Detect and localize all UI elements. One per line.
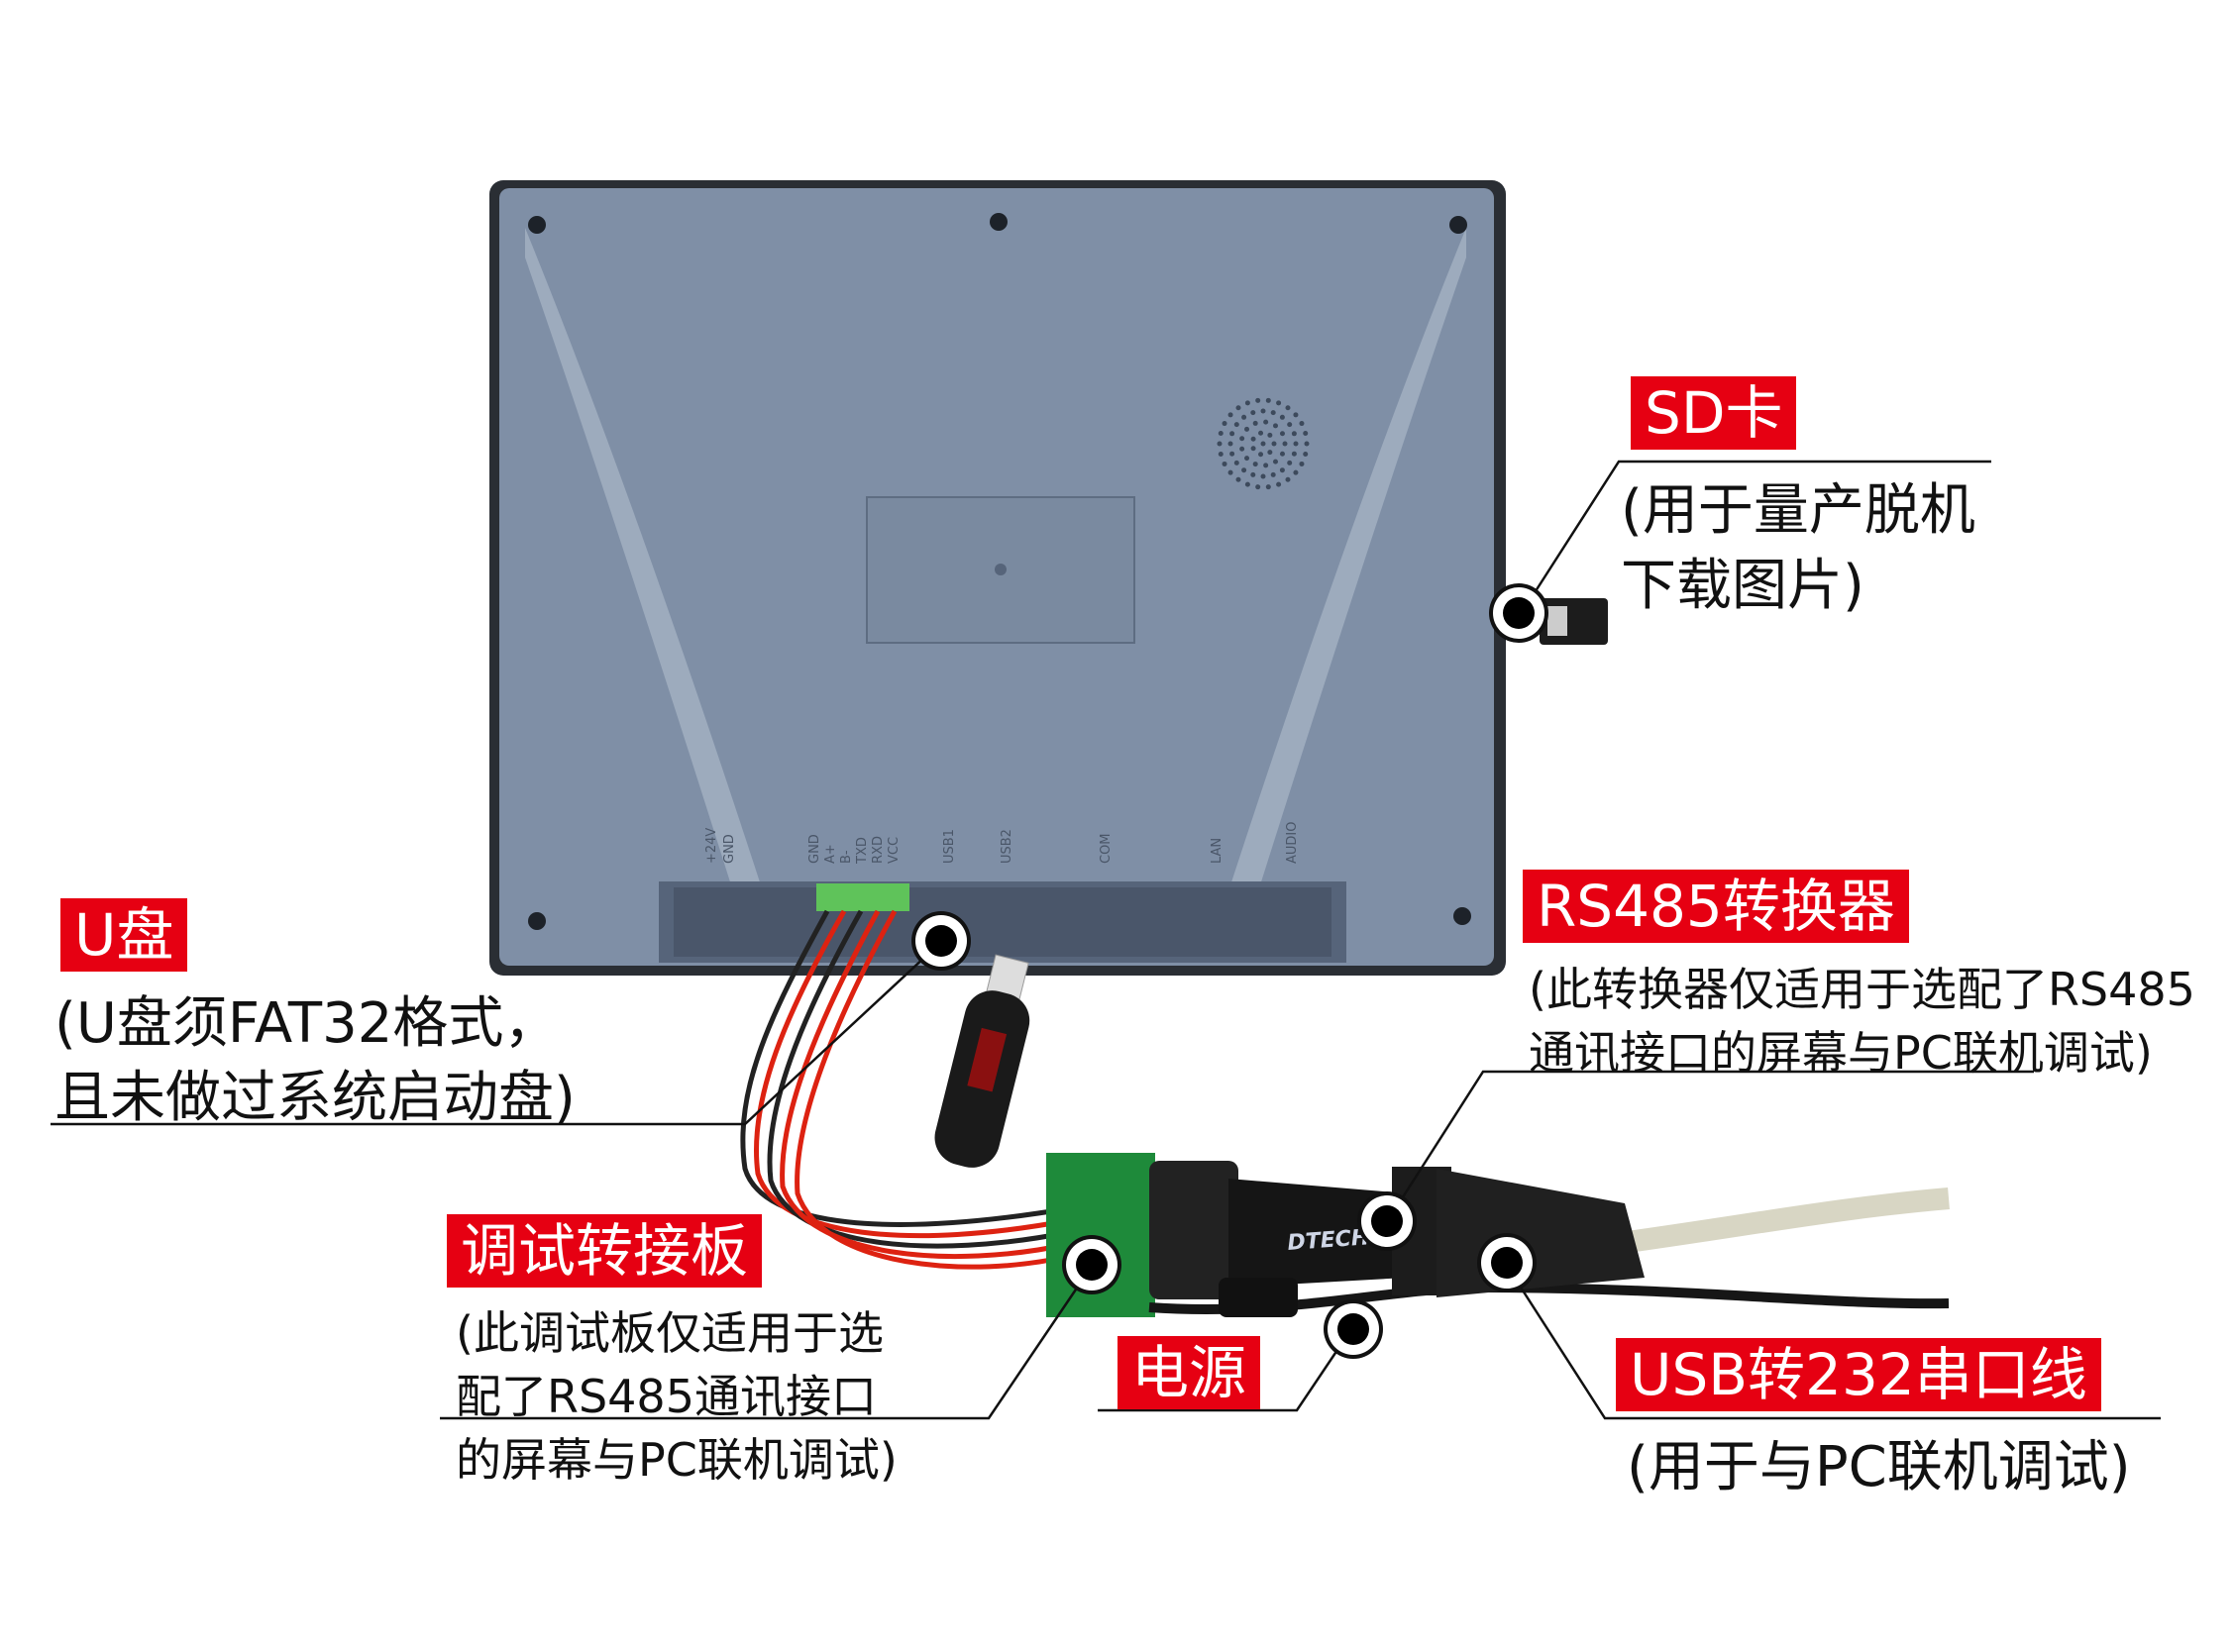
port-label: VCC: [887, 837, 902, 864]
port-label: GND: [807, 834, 822, 864]
svg-text:DTECH: DTECH: [1287, 1225, 1370, 1256]
callout-marker: [1337, 1313, 1369, 1345]
port-label: B-: [839, 850, 854, 864]
sd-card: [1540, 598, 1608, 645]
leader-lines: [51, 460, 2161, 1420]
port-label: COM: [1099, 833, 1114, 864]
port-label: RXD: [871, 836, 886, 864]
usb232-desc: (用于与PC联机调试): [1627, 1435, 2131, 1499]
udisk-desc-1: (U盘须FAT32格式，: [54, 991, 560, 1056]
sd-card-desc-1: (用于量产脱机: [1621, 478, 1975, 543]
callout-marker: [1076, 1249, 1108, 1281]
sd-card-tag: SD卡: [1631, 376, 1797, 450]
debug-board-desc-3: 的屏幕与PC联机调试): [456, 1433, 898, 1487]
udisk-desc-2: 且未做过系统启动盘): [54, 1066, 576, 1130]
usb232-cable-tag: USB转232串口线: [1616, 1338, 2101, 1411]
debug-board-desc-1: (此调试板仅适用于选: [456, 1306, 884, 1360]
speaker-grill: [1217, 397, 1310, 490]
port-label: A+: [823, 844, 838, 864]
debug-wires: [740, 909, 1071, 1270]
port-label: USB2: [1000, 829, 1014, 864]
port-label: LAN: [1210, 838, 1224, 864]
port-label: TXD: [855, 837, 870, 865]
debug-board-tag: 调试转接板: [447, 1214, 763, 1288]
debug-board-desc-2: 配了RS485通讯接口: [456, 1370, 877, 1423]
port-label: +24V: [704, 828, 719, 864]
port-label: GND: [722, 834, 737, 864]
callout-marker: [925, 925, 957, 957]
callout-marker: [1371, 1205, 1403, 1237]
callout-marker: [1491, 1247, 1523, 1279]
udisk-tag: U盘: [60, 898, 188, 972]
rs485-converter-tag: RS485转换器: [1523, 870, 1909, 943]
rs485-desc-1: (此转换器仅适用于选配了RS485: [1529, 963, 2195, 1016]
callout-markers: [911, 583, 1548, 1359]
callout-marker: [1503, 597, 1535, 629]
power-tag: 电源: [1118, 1336, 1261, 1409]
port-label: USB1: [942, 829, 957, 864]
usb-cable: [1583, 1187, 1950, 1259]
port-label: AUDIO: [1285, 822, 1300, 865]
sd-card-desc-2: 下载图片): [1621, 554, 1864, 618]
usb-flash-drive: [934, 954, 1030, 1168]
rs485-desc-2: 通讯接口的屏幕与PC联机调试): [1529, 1026, 2153, 1080]
